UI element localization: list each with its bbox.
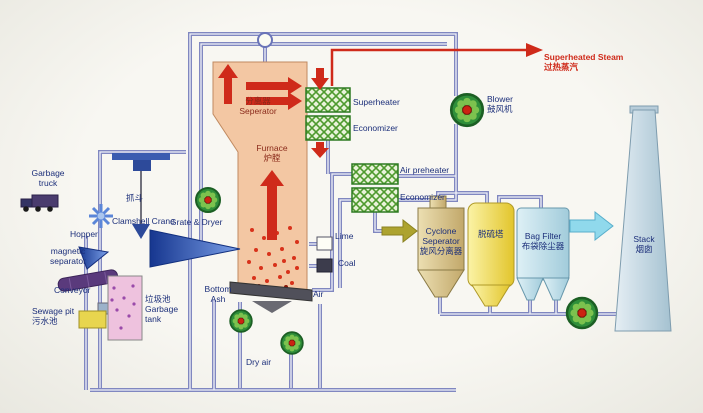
label-grate-dryer: Grate & Dryer: [170, 217, 223, 227]
label-furnace: Furnace 炉膛: [256, 143, 288, 164]
economizer-upper-bank: [305, 115, 351, 141]
hopper-icon: [89, 204, 113, 228]
heat-exchangers: [305, 87, 399, 213]
label-air: Air: [313, 289, 324, 299]
label-grab: 抓斗: [126, 193, 144, 203]
label-desulfurization-tower: 脱硫塔: [478, 229, 504, 239]
garbage-tank-icon: [107, 275, 143, 341]
feed-chute: [149, 229, 241, 268]
coal-feeder-icon: [316, 258, 333, 273]
air-preheater-bank: [351, 163, 399, 185]
cyclone-separator-vessel: [417, 195, 465, 298]
conveyor-icon: [57, 269, 119, 292]
label-coal: Coal: [338, 258, 356, 268]
pump-ash-icon: [229, 309, 253, 333]
label-blower: Blower 鼓风机: [487, 94, 513, 115]
label-economizer-lower: Economizer: [400, 192, 445, 202]
clamshell-crane-icon: [112, 153, 170, 239]
label-air-preheater: Air preheater: [400, 165, 450, 175]
label-garbage-truck: Garbage truck: [31, 168, 65, 189]
label-bag-filter: Bag Filter 布袋除尘器: [521, 231, 565, 252]
clean-gas-arrow: [569, 210, 614, 242]
lime-feeder-icon: [316, 236, 333, 251]
superheater-bank: [305, 87, 351, 113]
label-cyclone-separator: Cyclone Seperator 旋风分离器: [419, 226, 463, 257]
label-hopper: Hopper: [70, 229, 98, 239]
label-economizer-upper: Economizer: [353, 123, 398, 133]
desulfurization-tower-vessel: [467, 202, 515, 307]
label-superheater: Superheater: [353, 97, 400, 107]
grate: [229, 281, 313, 313]
label-lime: Lime: [335, 231, 354, 241]
label-garbage-tank: 垃圾池 Garbage tank: [145, 294, 179, 325]
magnetic-separator-icon: [78, 246, 110, 270]
pressure-gauge-icon: [257, 32, 273, 48]
sewage-pit-icon: [78, 302, 114, 329]
label-conveyor: Conveyor: [54, 285, 91, 295]
label-magnetic-separator: magnetic separator: [50, 246, 86, 267]
blower-fan-icon: [449, 92, 485, 128]
label-stack: Stack 烟囱: [633, 234, 655, 255]
label-dry-air: Dry air: [246, 357, 272, 367]
pump-left-icon: [194, 186, 222, 214]
garbage-truck-icon: [20, 194, 59, 212]
flow-arrows-red: [218, 43, 543, 240]
pump-dryair-icon: [280, 331, 304, 355]
label-superheated-steam: Superheated Steam 过热蒸汽: [544, 52, 624, 73]
economizer-lower-bank: [351, 187, 399, 213]
flue-gas-inlet-arrow: [381, 218, 418, 244]
label-bottom-ash: Bottom Ash: [204, 284, 232, 305]
bag-filter-vessel: [516, 207, 570, 301]
induced-draft-fan-icon: [565, 296, 599, 330]
label-sewage-pit: Sewage pit 污水池: [32, 306, 75, 327]
label-separator: 分离器 Seperator: [239, 96, 277, 117]
stack-vessel: [614, 105, 672, 332]
piping: [84, 32, 626, 392]
label-clamshell-crane: Clamshell Crane: [112, 216, 175, 226]
